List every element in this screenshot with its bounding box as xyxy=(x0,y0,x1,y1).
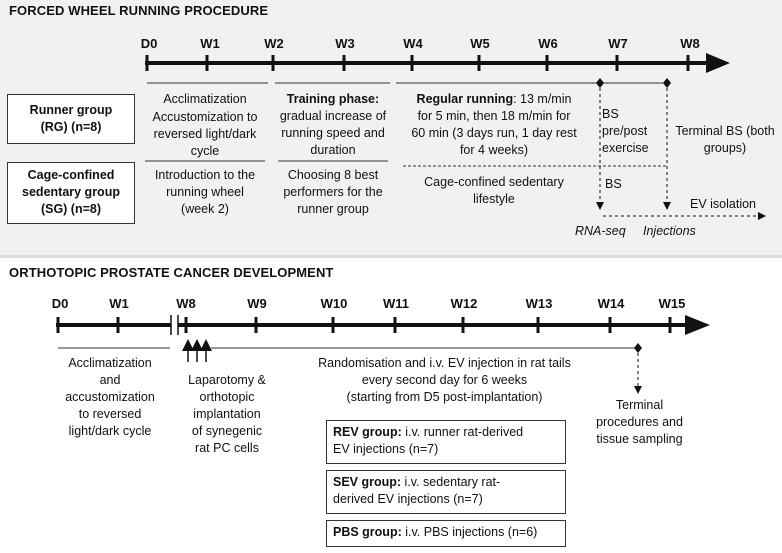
rev-text: EV injections (n=7) xyxy=(333,442,439,456)
s1-week-w2: W2 xyxy=(264,36,284,51)
rev-title: REV group: xyxy=(333,425,402,439)
training-title: Training phase: xyxy=(286,92,380,106)
s2-week-w9: W9 xyxy=(247,296,267,311)
sev-group-box: SEV group: i.v. sedentary rat- derived E… xyxy=(326,470,566,514)
terminal-marker-w14 xyxy=(634,343,642,353)
implantation-arrows xyxy=(182,339,212,362)
terminal-procedures-label: Terminal procedures and tissue sampling xyxy=(596,398,683,446)
s1-week-d0: D0 xyxy=(140,36,158,51)
s2-week-w8: W8 xyxy=(176,296,196,311)
s2-week-w10: W10 xyxy=(320,296,348,311)
bs-label: BS xyxy=(605,177,622,191)
section2-title: ORTHOTOPIC PROSTATE CANCER DEVELOPMENT xyxy=(9,265,334,280)
section-separator xyxy=(0,255,782,258)
regular-running-block: Regular running: 13 m/min for 5 min, the… xyxy=(398,91,590,159)
injections-label: Injections xyxy=(643,224,696,238)
regular-running-text: for 5 min, then 18 m/min for 60 min (3 d… xyxy=(411,109,577,157)
s2-week-d0: D0 xyxy=(51,296,69,311)
pbs-text: i.v. PBS injections (n=6) xyxy=(401,525,538,539)
s1-week-w3: W3 xyxy=(335,36,355,51)
sev-text: derived EV injections (n=7) xyxy=(333,492,483,506)
acclimatization-label: Acclimatization xyxy=(163,92,247,106)
ev-isolation-label: EV isolation xyxy=(690,197,757,211)
s2-week-w14: W14 xyxy=(597,296,625,311)
s2-week-w1: W1 xyxy=(109,296,129,311)
accustomization-label: Accustomization to reversed light/dark c… xyxy=(152,110,258,158)
terminal-bs-label: Terminal BS (both groups) xyxy=(675,124,775,155)
timeline-1-ticks xyxy=(145,55,690,71)
sev-title: SEV group: xyxy=(333,475,402,489)
randomisation-label: Randomisation and i.v. EV injection in r… xyxy=(318,356,571,404)
sedentary-lifestyle-label: Cage-confined sedentary lifestyle xyxy=(424,175,564,206)
runner-group-box: Runner group (RG) (n=8) xyxy=(7,94,135,144)
s1-week-w5: W5 xyxy=(470,36,490,51)
s1-week-w8: W8 xyxy=(680,36,700,51)
training-text: gradual increase of running speed and du… xyxy=(279,109,387,157)
regular-running-text-first: : 13 m/min xyxy=(513,92,572,106)
section1-title: FORCED WHEEL RUNNING PROCEDURE xyxy=(9,3,269,18)
rev-group-box: REV group: i.v. runner rat-derived EV in… xyxy=(326,420,566,464)
s2-week-w15: W15 xyxy=(658,296,686,311)
timeline-2-arrowhead xyxy=(685,315,710,335)
introduction-label: Introduction to the running wheel (week … xyxy=(154,168,256,216)
sev-text-first: i.v. sedentary rat- xyxy=(401,475,501,489)
s2-week-w11: W11 xyxy=(382,296,409,311)
laparotomy-label: Laparotomy & orthotopic implantation of … xyxy=(188,373,266,455)
training-phase-block: Training phase: gradual increase of runn… xyxy=(272,91,394,159)
choosing-performers-label: Choosing 8 best performers for the runne… xyxy=(283,168,383,216)
bs-marker-w7 xyxy=(596,78,604,88)
bs-marker-w8 xyxy=(663,78,671,88)
timeline-1-arrowhead xyxy=(706,53,730,73)
pbs-group-box: PBS group: i.v. PBS injections (n=6) xyxy=(326,520,566,547)
rev-text-first: i.v. runner rat-derived xyxy=(401,425,524,439)
pbs-title: PBS group: xyxy=(333,525,402,539)
s1-week-w6: W6 xyxy=(538,36,558,51)
s1-week-w4: W4 xyxy=(403,36,423,51)
timeline-2-ticks xyxy=(56,317,672,333)
regular-running-title: Regular running xyxy=(416,92,514,106)
sedentary-group-box: Cage-confined sedentary group (SG) (n=8) xyxy=(7,162,135,224)
s2-week-w12: W12 xyxy=(450,296,478,311)
s1-week-w1: W1 xyxy=(200,36,220,51)
rna-seq-label: RNA-seq xyxy=(575,224,626,238)
bs-prepost-label: BS pre/post exercise xyxy=(602,107,649,155)
s1-week-w7: W7 xyxy=(608,36,628,51)
s2-week-w13: W13 xyxy=(525,296,553,311)
timeline-break xyxy=(170,315,179,335)
acclimatization2-label: Acclimatization and accustomization to r… xyxy=(65,356,155,438)
